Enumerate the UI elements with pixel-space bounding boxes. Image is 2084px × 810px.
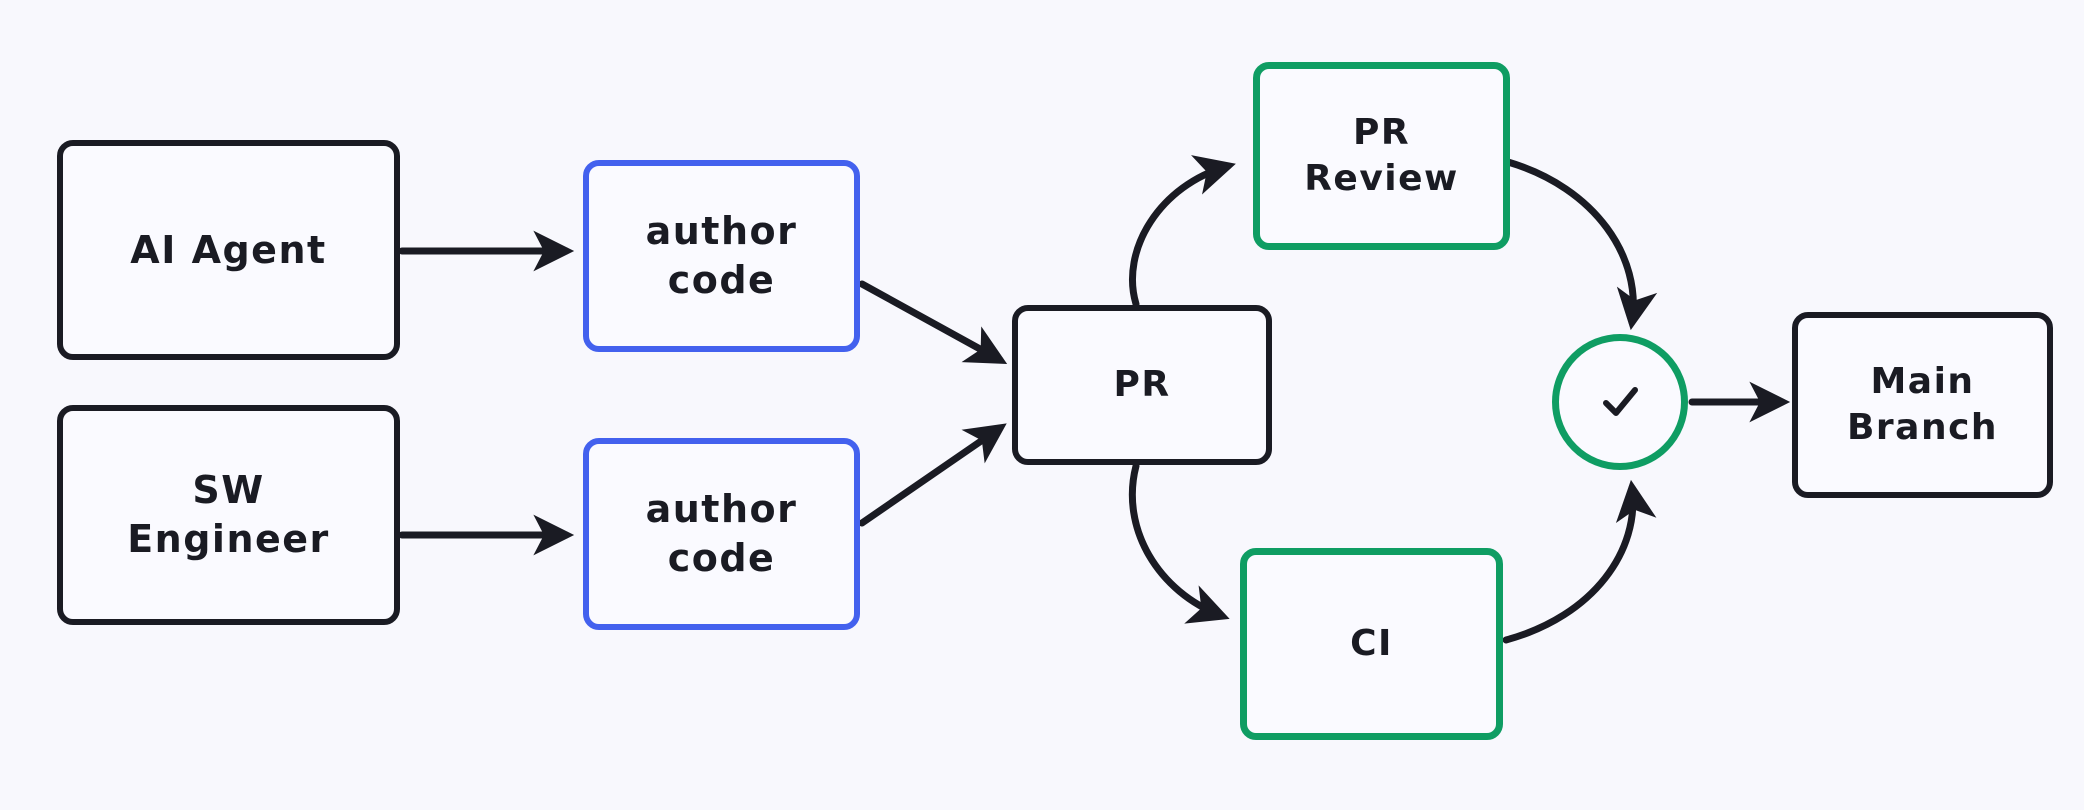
node-ai-agent[interactable]: AI Agent (57, 140, 400, 360)
edge-pr-to-pr-review (1129, 155, 1236, 308)
edge-author-code-to-pr-upper (858, 280, 1008, 364)
check-icon (1588, 370, 1652, 434)
node-main-branch[interactable]: Main Branch (1792, 312, 2053, 498)
edge-ci-to-gate (1502, 479, 1657, 644)
node-ai-agent-label: AI Agent (130, 227, 327, 272)
node-pr-review-label: PR Review (1304, 111, 1459, 199)
node-ci-label: CI (1350, 622, 1393, 664)
node-sw-engineer[interactable]: SW Engineer (57, 405, 400, 625)
node-sw-engineer-label: SW Engineer (127, 468, 330, 561)
node-author-code-human[interactable]: author code (583, 438, 860, 630)
edge-pr-to-ci (1128, 462, 1230, 624)
node-pr-review[interactable]: PR Review (1253, 62, 1510, 250)
node-pr-label: PR (1113, 363, 1171, 405)
node-author-code-human-label: author code (645, 487, 798, 580)
merge-gate-node[interactable] (1552, 334, 1688, 470)
node-pr[interactable]: PR (1012, 305, 1272, 465)
node-ci[interactable]: CI (1240, 548, 1503, 740)
edge-pr-review-to-gate (1504, 158, 1658, 331)
node-author-code-agent[interactable]: author code (583, 160, 860, 352)
edge-author-code-to-pr-lower (858, 423, 1007, 527)
node-main-branch-label: Main Branch (1846, 360, 1999, 448)
node-author-code-agent-label: author code (645, 209, 798, 302)
